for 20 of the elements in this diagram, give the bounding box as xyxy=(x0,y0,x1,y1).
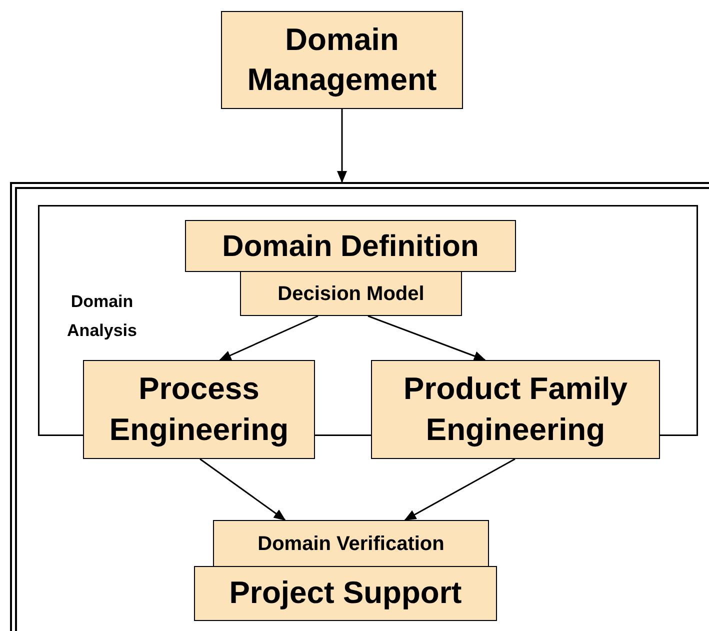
process-box xyxy=(83,360,315,459)
process-box xyxy=(213,520,489,567)
process-box xyxy=(371,360,660,459)
process-box xyxy=(240,271,462,316)
process-box xyxy=(194,566,497,621)
box-label: Domain Management xyxy=(246,20,438,99)
arrow xyxy=(200,458,286,521)
box-label: Project Support xyxy=(229,574,462,612)
box-label: Domain Definition xyxy=(222,228,479,264)
arrow xyxy=(337,109,347,183)
arrow xyxy=(368,315,486,361)
process-box xyxy=(185,220,516,272)
arrow xyxy=(219,315,318,361)
outer-frame xyxy=(10,182,709,631)
box-label: Decision Model xyxy=(278,282,424,306)
process-box xyxy=(221,11,463,109)
box-label: Process Engineering xyxy=(108,370,290,449)
arrow xyxy=(404,458,516,521)
box-label: Domain Verification xyxy=(258,532,444,556)
box-label: Product Family Engineering xyxy=(402,370,628,449)
